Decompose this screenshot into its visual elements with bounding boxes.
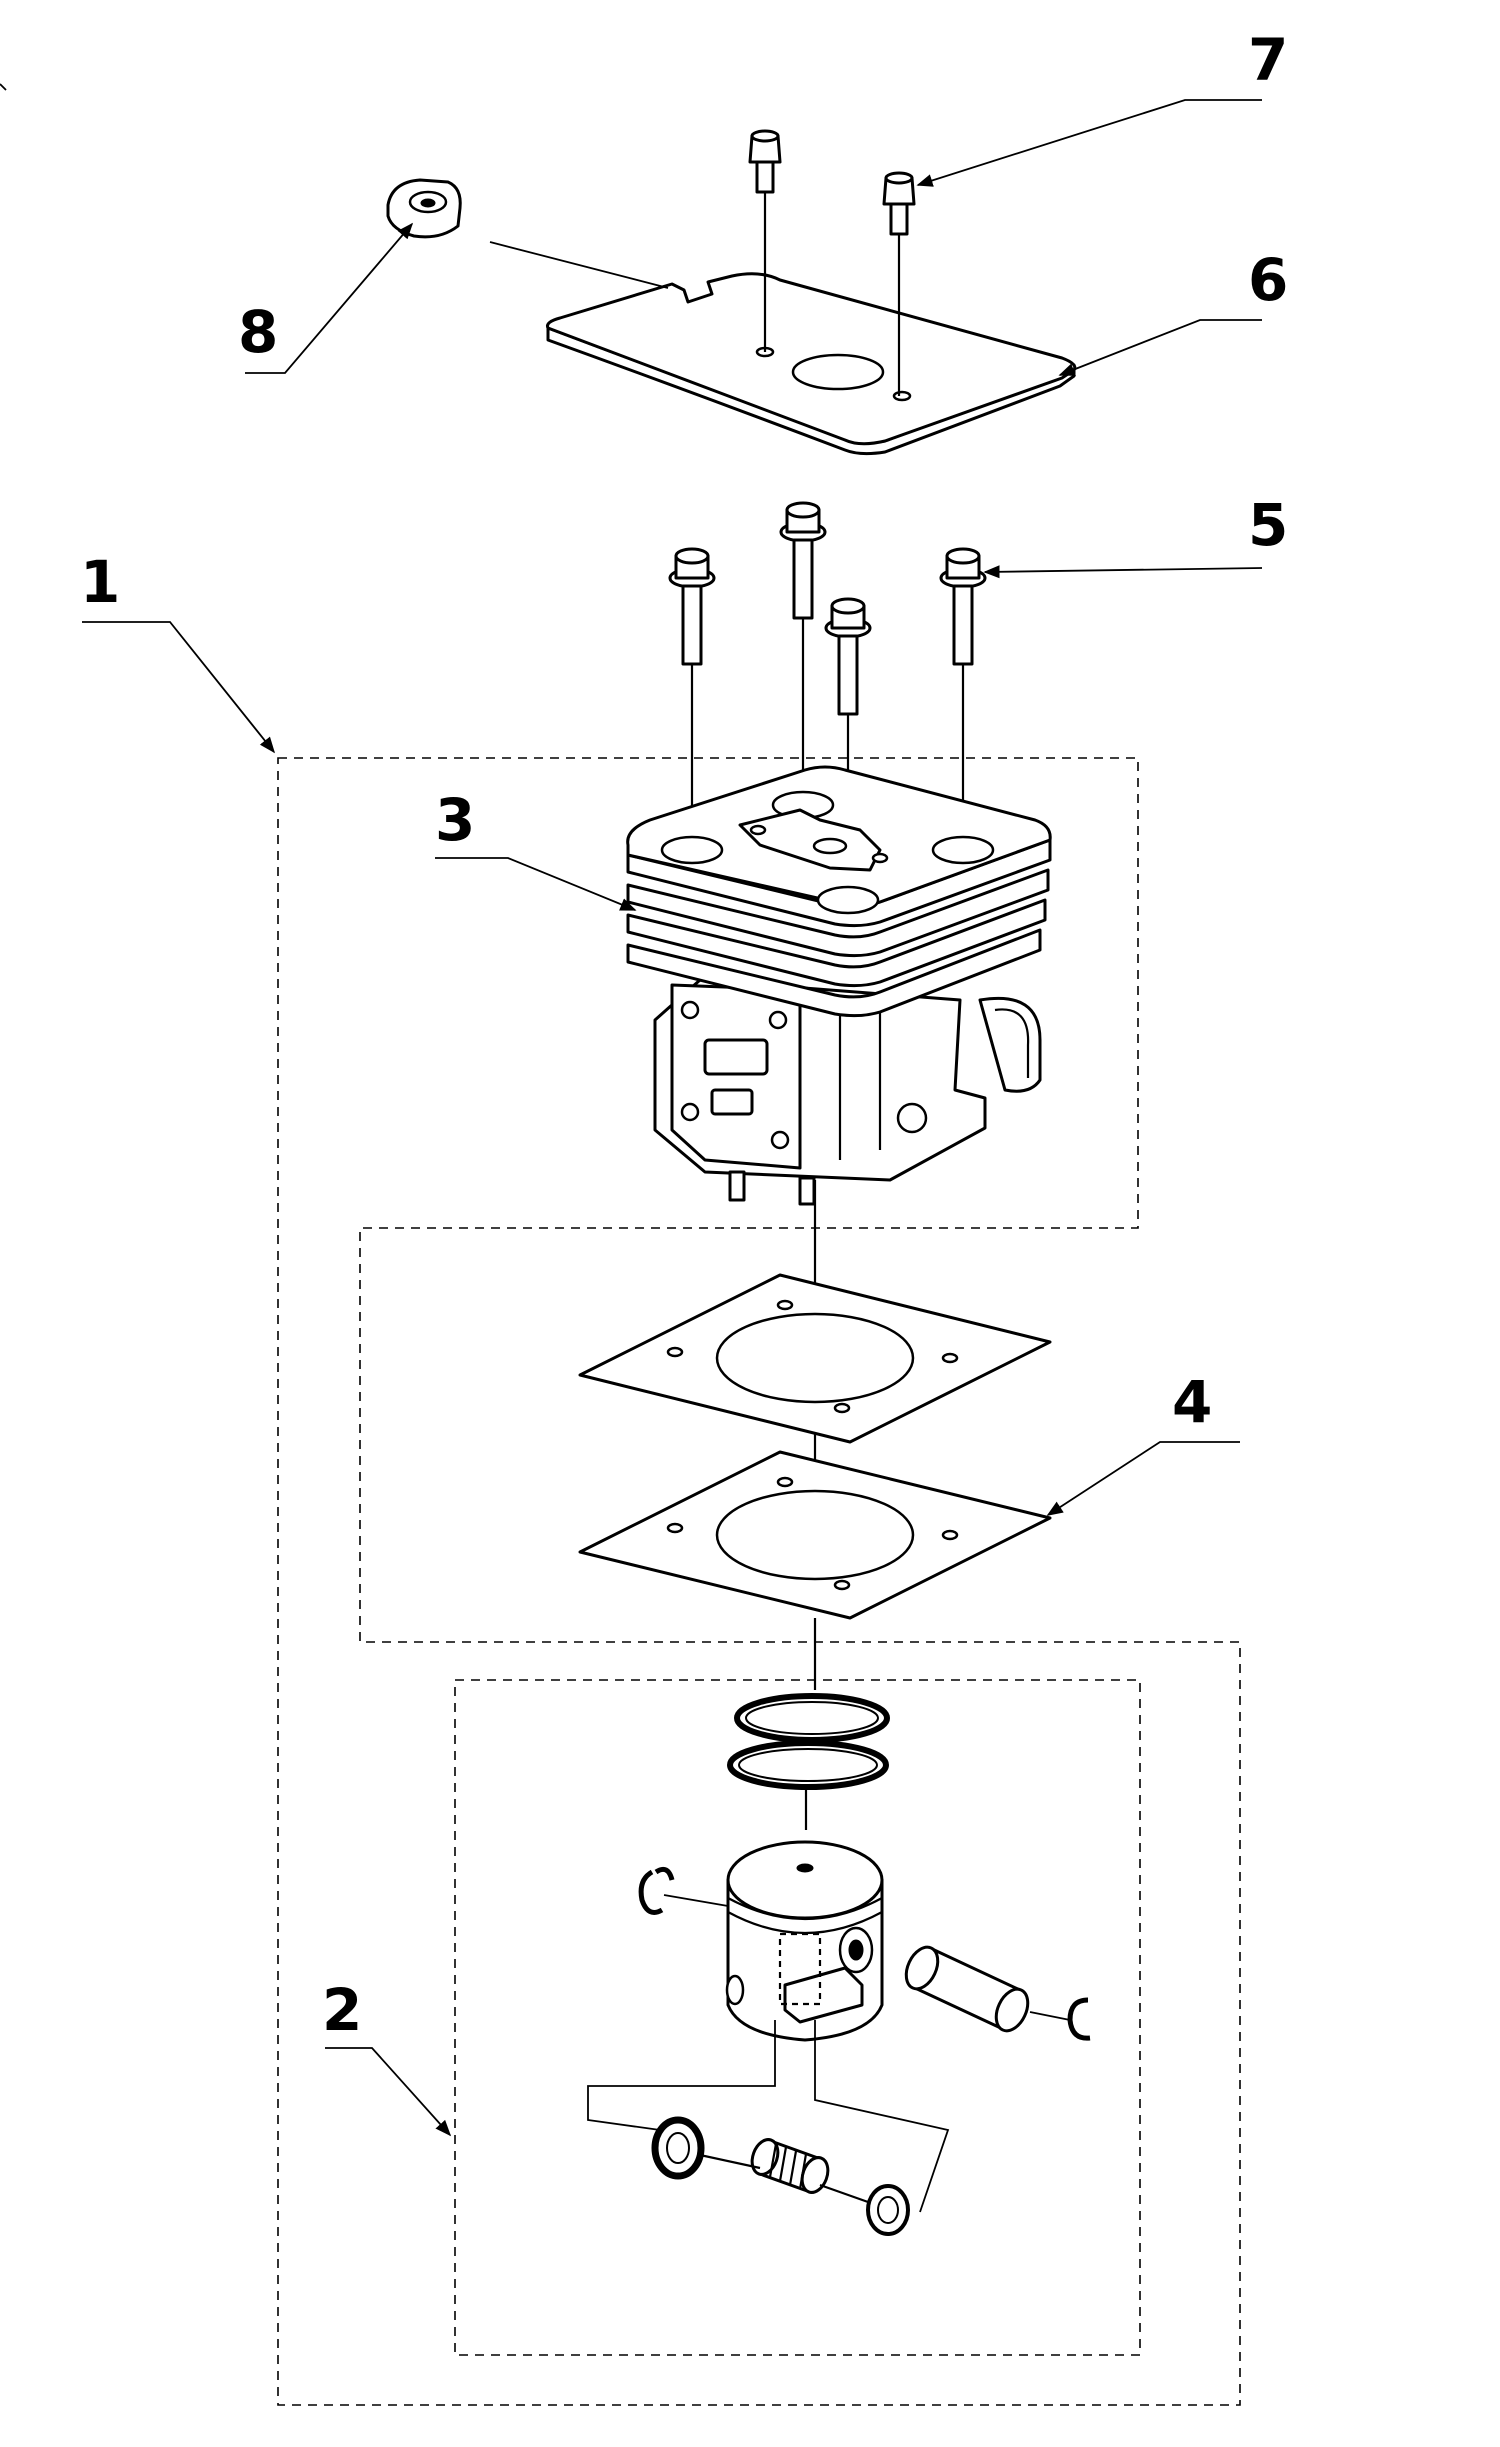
part-4-gasket-lower: [578, 1450, 1052, 1620]
part-5-bolt-1: [668, 547, 716, 666]
part-7-screw-left: [748, 129, 782, 194]
washer-bearing-alignment-left: [699, 2153, 761, 2170]
callout-3: 3: [435, 786, 475, 854]
part-5-bolt-4: [939, 547, 987, 666]
circlip-right: [1067, 1997, 1091, 2041]
bearing-subgroup-bracket: [587, 1932, 950, 2213]
callout-8: 8: [238, 298, 278, 366]
thrust-washer-left: [651, 2116, 705, 2180]
part-6-plate: [546, 272, 1077, 456]
part-8-plug: [386, 178, 462, 239]
part-5-bolt-3: [824, 597, 872, 716]
part-5-bolt-2: [779, 501, 827, 620]
callout-4: 4: [1172, 1368, 1212, 1436]
callout-6: 6: [1248, 246, 1288, 314]
leader-lines: [0, 83, 1263, 2137]
thrust-washer-right: [866, 2184, 910, 2236]
piston-ring-upper: [734, 1693, 890, 1743]
callout-2: 2: [322, 1976, 362, 2044]
washer-bearing-alignment-right: [819, 2183, 869, 2204]
piston-kit-boundary-box: [454, 1679, 1141, 2356]
callout-1: 1: [80, 548, 120, 616]
piston-ring-lower: [727, 1740, 889, 1790]
assembly-boundary-box: [277, 757, 1241, 2406]
piston: [725, 1840, 884, 2042]
part-7-screw-right: [882, 171, 916, 236]
part-3-cylinder: [626, 765, 1052, 1206]
part-4-gasket-upper: [578, 1273, 1052, 1444]
callout-7: 7: [1248, 26, 1288, 94]
circlip-left: [638, 1866, 675, 1915]
needle-bearing: [750, 2138, 830, 2194]
callout-5: 5: [1248, 491, 1288, 559]
piston-pin: [904, 1945, 1030, 2033]
